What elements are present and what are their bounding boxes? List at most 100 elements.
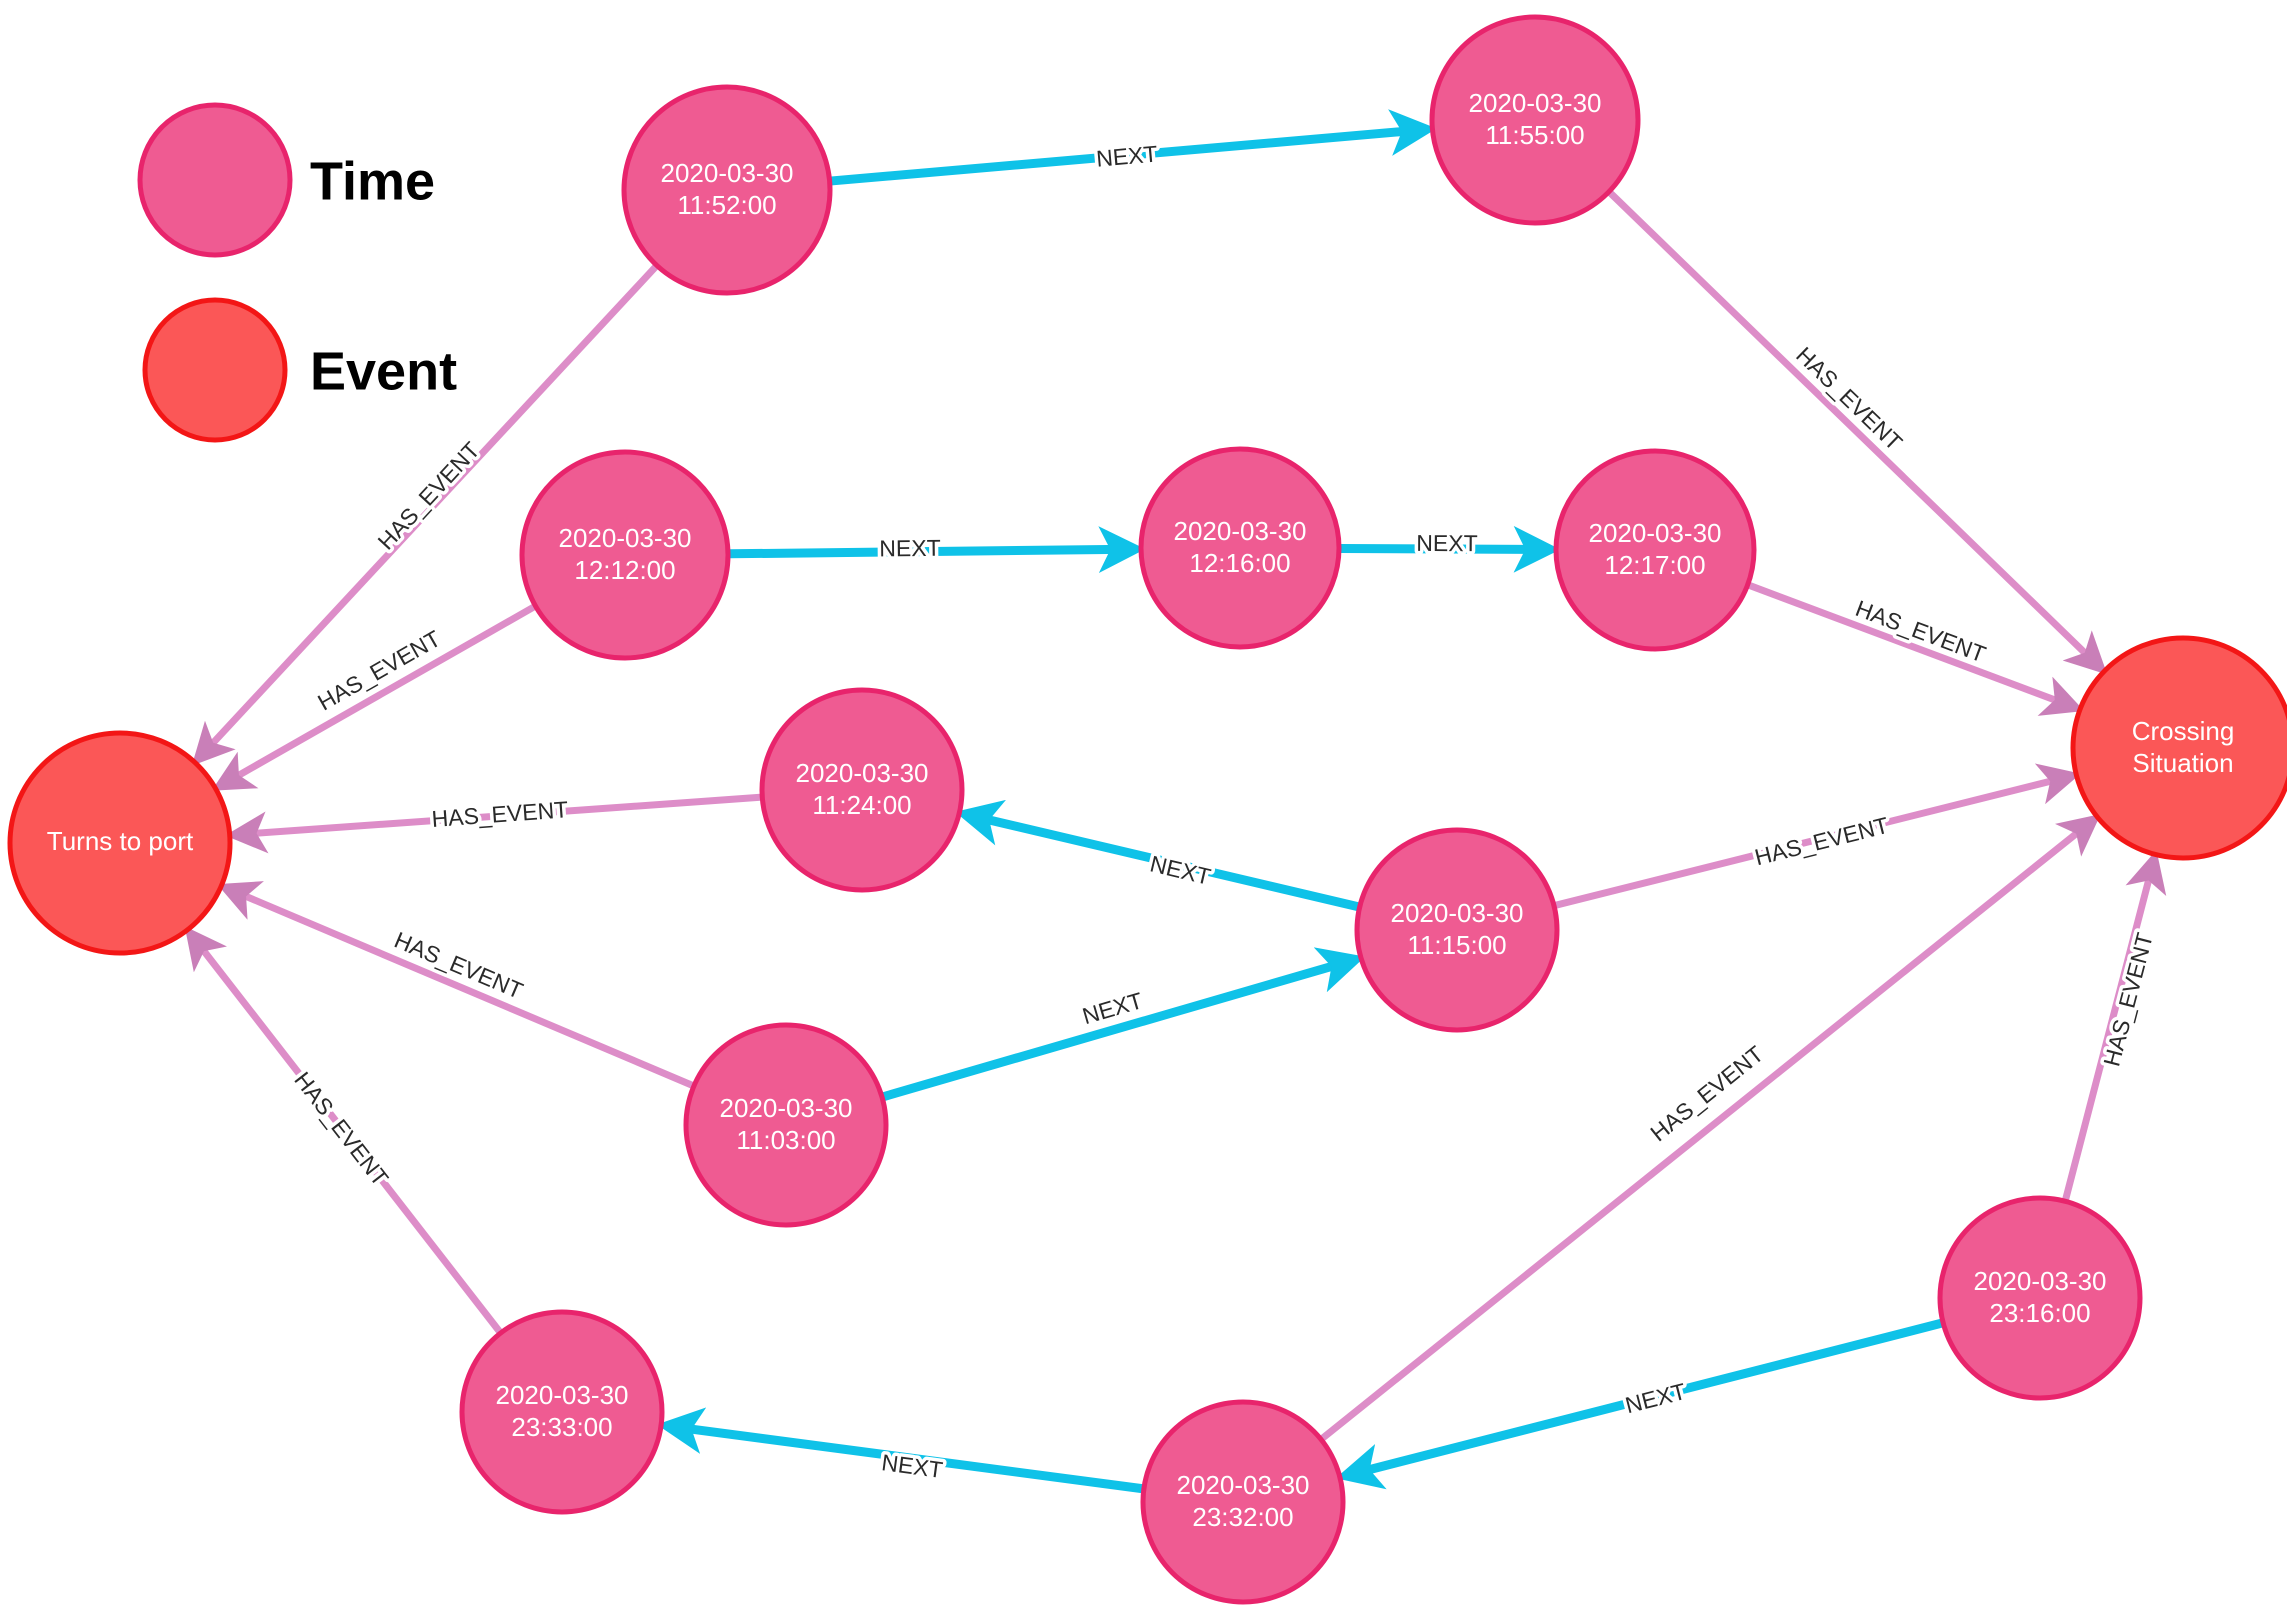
legend-swatch-time-icon (137, 102, 293, 258)
legend-swatch-event-icon (142, 297, 288, 443)
graph-node-eTurns[interactable]: Turns to port (7, 730, 233, 956)
node-label-line2: Situation (2132, 748, 2233, 778)
node-circle[interactable] (1138, 446, 1342, 650)
node-label-line1: 2020-03-30 (1469, 88, 1602, 118)
legend-label-event: Event (310, 341, 457, 401)
node-circle[interactable] (2070, 635, 2287, 861)
legend-item-event[interactable]: Event (142, 297, 457, 443)
node-circle[interactable] (7, 730, 233, 956)
graph-edge-has-event[interactable] (1748, 582, 2085, 716)
node-label-line1: Turns to port (47, 826, 194, 856)
graph-edge-has-event[interactable] (211, 603, 536, 791)
node-label-line2: 12:12:00 (574, 555, 675, 585)
edge-label-halo: NEXT (1416, 530, 1477, 556)
graph-edge-next[interactable] (955, 799, 1359, 912)
node-label-line2: 11:55:00 (1485, 120, 1584, 150)
node-label-line1: 2020-03-30 (720, 1093, 853, 1123)
graph-edge-has-event[interactable] (217, 881, 694, 1089)
edge-label: NEXT (880, 1449, 944, 1483)
graph-edge-has-event[interactable] (1555, 763, 2081, 909)
legend-item-time[interactable]: Time (137, 102, 435, 258)
edges-layer (184, 109, 2167, 1494)
edge-label-halo: NEXT (879, 535, 941, 562)
edge-label: HAS_EVENT (2098, 930, 2158, 1069)
node-label-line1: 2020-03-30 (661, 158, 794, 188)
node-label-line1: 2020-03-30 (496, 1380, 629, 1410)
graph-edge-next[interactable] (882, 947, 1366, 1101)
graph-edge-next[interactable] (1340, 525, 1561, 573)
legend-label-time: Time (310, 151, 435, 211)
node-label-line2: 23:33:00 (511, 1412, 612, 1442)
edge-label: NEXT (1623, 1378, 1689, 1418)
node-label-line2: 23:16:00 (1989, 1298, 2090, 1328)
node-circle[interactable] (621, 84, 833, 296)
node-circle[interactable] (1354, 827, 1560, 1033)
edge-label: NEXT (1148, 850, 1214, 889)
node-label-line1: 2020-03-30 (1589, 518, 1722, 548)
edge-label: NEXT (1095, 140, 1158, 171)
node-label-line2: 12:17:00 (1604, 550, 1705, 580)
edge-label: HAS_EVENT (289, 1067, 393, 1191)
graph-edge-has-event[interactable] (1607, 190, 2108, 675)
node-label-line2: 11:24:00 (812, 790, 911, 820)
node-label-line2: 23:32:00 (1192, 1502, 1293, 1532)
node-label-line1: 2020-03-30 (1177, 1470, 1310, 1500)
node-label-line1: 2020-03-30 (1974, 1266, 2107, 1296)
node-label-line2: 12:16:00 (1189, 548, 1290, 578)
node-circle[interactable] (1553, 448, 1757, 652)
graph-edge-has-event[interactable] (184, 926, 503, 1334)
node-label-line1: Crossing (2132, 716, 2235, 746)
edge-label: HAS_EVENT (373, 437, 485, 555)
node-label-line2: 11:03:00 (736, 1125, 835, 1155)
graph-edge-has-event[interactable] (191, 264, 659, 766)
edge-label: HAS_EVENT (1791, 342, 1907, 456)
node-circle[interactable] (759, 687, 965, 893)
graph-edge-next[interactable] (831, 109, 1437, 186)
node-circle[interactable] (1429, 14, 1641, 226)
graph-edge-has-event[interactable] (1320, 813, 2101, 1441)
edge-label: HAS_EVENT (431, 796, 569, 832)
edge-label: NEXT (879, 535, 941, 562)
node-circle[interactable] (519, 449, 731, 661)
nodes-layer: 2020-03-3011:52:002020-03-3011:55:002020… (7, 14, 2287, 1605)
graph-edge-has-event[interactable] (2062, 850, 2167, 1201)
node-circle[interactable] (1140, 1399, 1346, 1605)
node-circle[interactable] (459, 1309, 665, 1515)
graph-edge-has-event[interactable] (225, 793, 761, 854)
edge-label: HAS_EVENT (1752, 812, 1891, 870)
graph-edge-next[interactable] (1335, 1318, 1943, 1490)
node-label-line2: 11:52:00 (677, 190, 776, 220)
node-circle[interactable] (683, 1022, 889, 1228)
graph-edge-next[interactable] (656, 1407, 1143, 1494)
node-label-line1: 2020-03-30 (796, 758, 929, 788)
node-circle[interactable] (1937, 1195, 2143, 1401)
graph-edge-next[interactable] (729, 526, 1146, 574)
node-label-line1: 2020-03-30 (1174, 516, 1307, 546)
